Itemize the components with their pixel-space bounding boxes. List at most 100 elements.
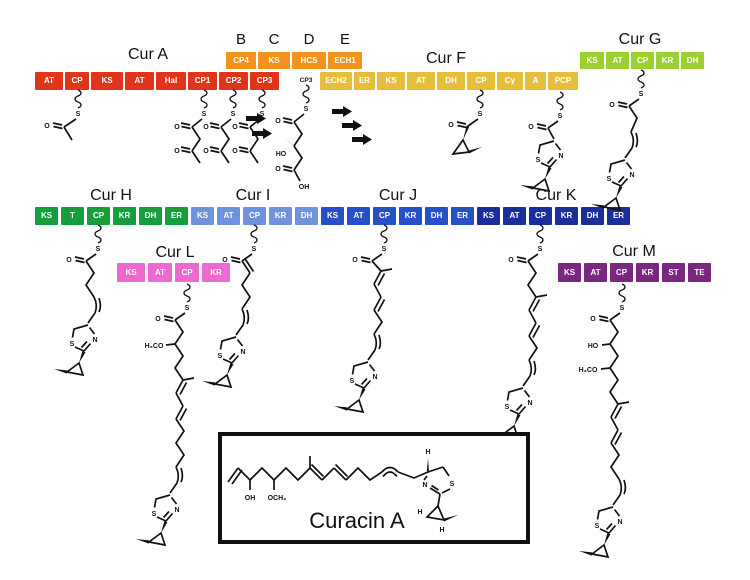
structure-cur-g-intermediate: S O <box>590 69 645 211</box>
domain-box: KR <box>555 207 578 225</box>
domain-box: CP <box>175 263 199 282</box>
svg-text:S: S <box>620 305 625 312</box>
product-name: Curacin A <box>309 508 405 533</box>
domain-box: DH <box>425 207 448 225</box>
svg-text:HO: HO <box>588 343 599 350</box>
svg-text:S: S <box>639 91 644 98</box>
domain-box: PCP <box>548 72 578 90</box>
domain-box: HCS <box>292 52 326 69</box>
svg-text:S: S <box>185 305 190 312</box>
domain-box: AT <box>125 72 154 90</box>
module-label-cur-h: Cur H <box>90 187 132 204</box>
svg-text:H₃CO: H₃CO <box>145 343 164 350</box>
module-label-cur-f: Cur F <box>426 50 466 67</box>
module-label-cur-m: Cur M <box>612 243 656 260</box>
domain-box: CP <box>631 52 654 69</box>
svg-text:S: S <box>558 113 563 120</box>
svg-text:N: N <box>422 482 427 489</box>
structure-cyclopropyl-ketone: S O <box>448 89 484 156</box>
domain-box: DH <box>437 72 465 90</box>
domain-box: ER <box>354 72 375 90</box>
domain-box: KS <box>558 263 581 282</box>
curacin-a-product-box: OH OCH₃ H S N H H Curacin A <box>218 432 530 544</box>
module-label-cur-a: Cur A <box>127 46 168 63</box>
domain-box: KR <box>656 52 679 69</box>
domain-box: CP <box>243 207 266 225</box>
module-label-cur-j: Cur J <box>378 187 418 204</box>
domain-box: KS <box>117 263 145 282</box>
domain-box: AT <box>35 72 63 90</box>
structure-cur-k-intermediate: S O <box>488 224 548 439</box>
domain-box: AT <box>584 263 607 282</box>
svg-text:S: S <box>96 246 101 253</box>
domain-box: Cy <box>497 72 523 90</box>
cur-m-domain-row: KS AT CP KR ST TE <box>558 263 711 282</box>
domain-box: A <box>525 72 546 90</box>
svg-text:S: S <box>382 246 387 253</box>
svg-text:O: O <box>222 257 228 264</box>
svg-text:OCH₃: OCH₃ <box>268 495 287 502</box>
domain-box: CP <box>373 207 396 225</box>
svg-text:O: O <box>66 257 72 264</box>
cur-a-domain-row: AT CP KS AT Hal CP1 CP2 CP3 <box>35 72 279 90</box>
svg-text:O: O <box>508 257 514 264</box>
domain-box: CP2 <box>219 72 248 90</box>
svg-text:CP3: CP3 <box>300 77 313 84</box>
domain-box: AT <box>347 207 370 225</box>
domain-box: AT <box>503 207 526 225</box>
svg-text:S: S <box>252 246 257 253</box>
domain-box: DH <box>295 207 318 225</box>
domain-box: KR <box>269 207 292 225</box>
structure-cur-i-intermediate: S O <box>201 224 258 388</box>
svg-text:HO: HO <box>276 151 287 158</box>
cur-h-domain-row: KS T CP KR DH ER <box>35 207 188 225</box>
cur-f-domain-row: ECH2 ER KS AT DH CP Cy A PCP <box>320 72 578 90</box>
domain-box: KS <box>321 207 344 225</box>
svg-text:H₃CO: H₃CO <box>579 367 598 374</box>
domain-box: DH <box>139 207 162 225</box>
structure-cur-m-intermediate: S O HO H₃CO <box>578 283 630 558</box>
svg-text:O: O <box>352 257 358 264</box>
svg-text:O: O <box>155 316 161 323</box>
domain-box: ER <box>165 207 188 225</box>
domain-box: TE <box>688 263 711 282</box>
domain-box: AT <box>606 52 629 69</box>
domain-box: AT <box>407 72 435 90</box>
svg-text:O: O <box>528 124 534 131</box>
svg-text:H: H <box>417 509 422 516</box>
svg-text:S: S <box>76 111 81 118</box>
domain-box: CP <box>467 72 495 90</box>
svg-text:OH: OH <box>245 495 256 502</box>
svg-text:OH: OH <box>299 184 310 191</box>
domain-box: ECH2 <box>320 72 352 90</box>
domain-box: DH <box>681 52 704 69</box>
cassette-letter-b: B <box>235 31 246 48</box>
cur-j-domain-row: KS AT CP KR DH ER <box>321 207 474 225</box>
module-label-cur-g: Cur G <box>618 31 662 48</box>
structure-curacin-a: OH OCH₃ H S N H H <box>227 449 458 534</box>
domain-box: CP3 <box>250 72 279 90</box>
cassette-domain-row: CP4 KS HCS ECH1 <box>226 52 362 69</box>
cassette-letter-e: E <box>339 31 350 48</box>
svg-text:O: O <box>609 102 615 109</box>
domain-box: ECH1 <box>328 52 362 69</box>
domain-box: KS <box>191 207 214 225</box>
structure-thiazoline-pcp: S O <box>519 91 565 192</box>
domain-box: DH <box>581 207 604 225</box>
cassette-letter-c: C <box>268 31 280 48</box>
svg-text:S: S <box>304 106 309 113</box>
domain-box: KR <box>399 207 422 225</box>
structure-cur-l-intermediate: S O H₃CO <box>135 283 195 546</box>
svg-text:O: O <box>590 316 596 323</box>
structure-acetyl: S O <box>44 89 82 141</box>
domain-box: KS <box>477 207 500 225</box>
cur-i-domain-row: KS AT CP KR DH <box>191 207 318 225</box>
domain-box: CP1 <box>188 72 217 90</box>
module-label-cur-l: Cur L <box>155 244 195 261</box>
svg-text:S: S <box>538 246 543 253</box>
domain-box: KR <box>202 263 230 282</box>
svg-text:H: H <box>425 449 430 456</box>
domain-box: KS <box>35 207 58 225</box>
domain-box: CP <box>529 207 552 225</box>
